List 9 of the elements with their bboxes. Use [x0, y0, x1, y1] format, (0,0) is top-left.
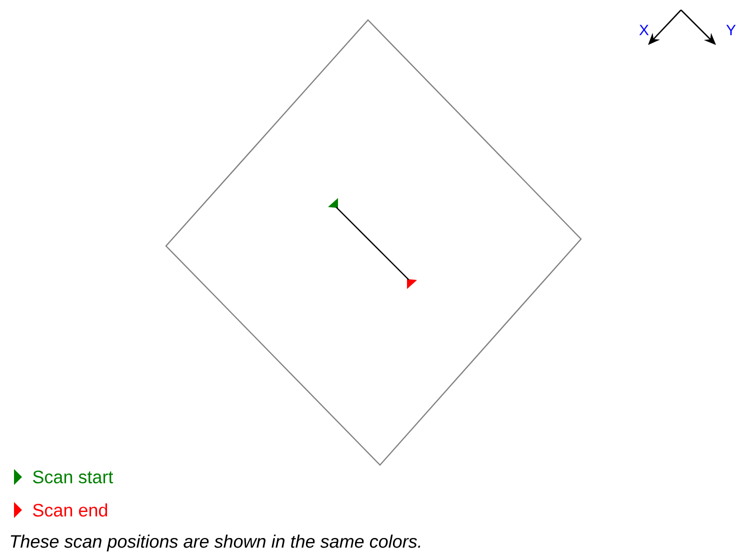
end-marker: [407, 279, 417, 289]
caption: These scan positions are shown in the same colors.: [10, 534, 420, 552]
axis-label: Y: [726, 24, 736, 36]
start-marker: [328, 198, 338, 208]
legend-text: Scan end: [33, 503, 108, 517]
footprint-diamond: [165, 19, 582, 466]
scan-line: [336, 206, 410, 280]
axis-label: X: [639, 24, 649, 36]
legend-text: Scan start: [33, 470, 114, 484]
